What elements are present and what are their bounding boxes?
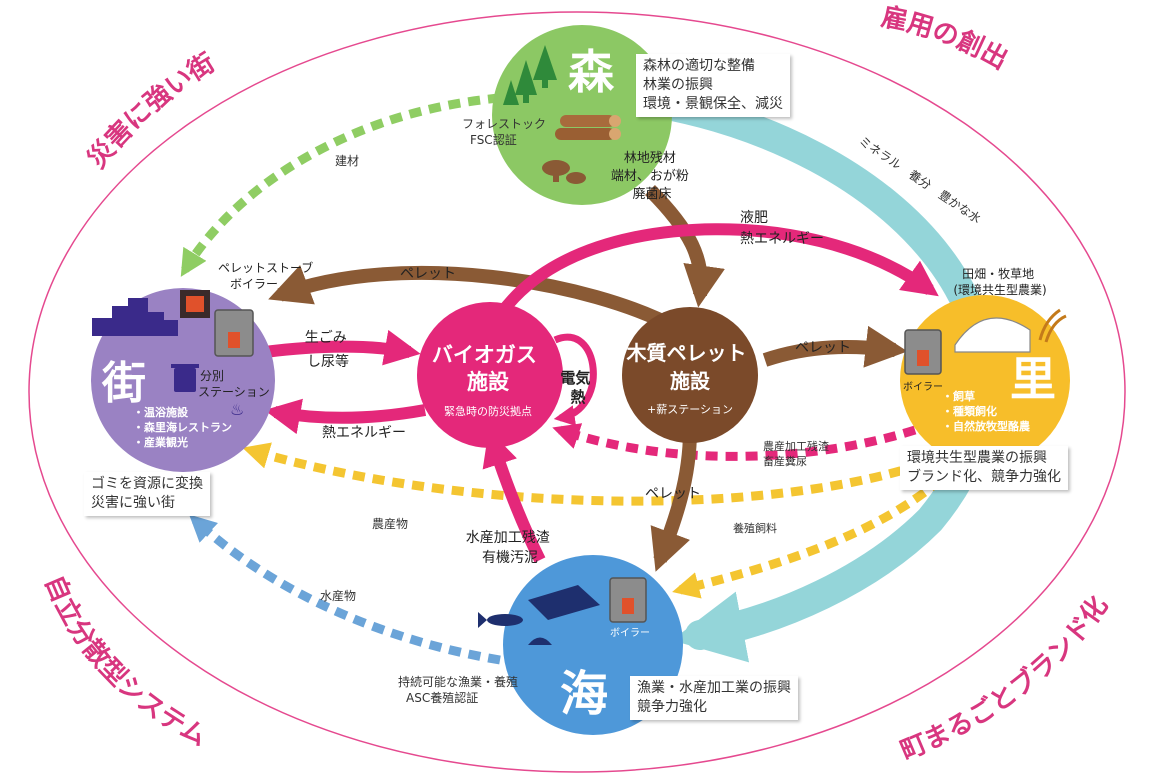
sea-info-line: 漁業・水産加工業の振興 (637, 680, 791, 696)
shellfish-icon (528, 637, 552, 645)
energy-loop-arrow (553, 333, 597, 427)
garbage-label: 生ごみ し尿等 (305, 330, 351, 370)
fish-residue-arrow (482, 429, 546, 563)
sorting-station-label: 分別 ステーション (198, 369, 270, 399)
village-boiler-icon (904, 329, 942, 375)
pellet-to-town-arrow (268, 265, 684, 337)
liquid-fertilizer-arrow (495, 223, 939, 319)
heat-energy-label: 熱エネルギー (322, 425, 406, 441)
forest-info-line: 環境・景観保全、減災 (643, 96, 783, 112)
corner-label-bottom-right: 町まるごとブランド化 (896, 591, 1114, 766)
corner-label-top-right: 雇用の創出 (879, 1, 1013, 76)
sea-info-line: 競争力強化 (637, 699, 707, 715)
biogas-node (417, 302, 563, 448)
forest-residue-arrow (645, 185, 725, 308)
feed-label: 養殖飼料 (733, 521, 777, 535)
village-items: ・飼草 ・種類飼化 ・自然放牧型酪農 (942, 389, 1031, 433)
village-info-line: ブランド化、競争力強化 (907, 469, 1061, 485)
energy-loop-label: 電気 熱 (560, 369, 595, 406)
sea-boiler-icon (609, 577, 647, 623)
village-info-line: 環境共生型農業の振興 (907, 450, 1047, 466)
ag-products-label: 農産物 (372, 516, 408, 531)
sea-info-box: 漁業・水産加工業の振興 競争力強化 (630, 676, 798, 720)
biogas-title: バイオガス 施設 (432, 343, 544, 394)
forest-residue-label: 林地残材 端材、おが粉 廃菌床 (611, 151, 693, 202)
field-label: 田畑・牧草地 (環境共生型農業) (953, 267, 1046, 297)
pellet-stove-label: ペレットストーブ ボイラー (218, 260, 317, 291)
sea-kanji: 海 (560, 666, 608, 722)
pellet-stove-icon (180, 290, 210, 318)
pellet-to-sea-arrow (650, 429, 697, 572)
pellet-plant-title: 木質ペレット 施設 (626, 341, 754, 393)
fish-icon (478, 612, 523, 628)
garbage-arrow (264, 329, 421, 366)
corner-label-top-left: 災害に強い街 (82, 48, 220, 174)
building-material-label: 建材 (335, 154, 359, 168)
biogas-subtitle: 緊急時の防災拠点 (444, 404, 532, 418)
pellet-to-village-arrow (762, 325, 908, 368)
outer-ring (28, 11, 1126, 773)
ag-residue-arrow (552, 423, 917, 461)
tree-icon (503, 45, 557, 105)
trash-can-icon (171, 364, 199, 392)
fish-factory-icon (528, 585, 600, 620)
pellet-plant-subtitle: +薪ステーション (647, 403, 733, 416)
village-kanji: 里 (1010, 352, 1056, 406)
forest-info-box: 森林の適切な整備 林業の振興 環境・景観保全、減災 (636, 54, 790, 117)
pellet-top-label: ペレット (400, 266, 456, 282)
town-info-line: ゴミを資源に変換 (91, 476, 203, 492)
marine-products-arrow (189, 514, 501, 665)
boiler-icon (214, 309, 254, 357)
pellet-right-label: ペレット (795, 340, 851, 356)
log-icon (555, 115, 621, 140)
greenhouse-icon (954, 317, 1031, 353)
sea-boiler-label: ボイラー (610, 627, 650, 639)
village-boiler-label: ボイラー (903, 381, 943, 393)
town-info-line: 災害に強い街 (91, 495, 175, 511)
forest-kanji: 森 (568, 45, 615, 99)
marine-products-label: 水産物 (320, 588, 356, 603)
forest-stock-label: フォレストック FSC認証 (462, 117, 550, 147)
forest-info-line: 森林の適切な整備 (643, 58, 755, 74)
rice-icon (1038, 308, 1067, 343)
city-buildings-icon (92, 298, 178, 336)
corner-label-bottom-left: 自立分散型システム (38, 571, 211, 753)
mushroom-icon (542, 160, 586, 184)
town-facilities-list: ・温浴施設 ・森里海レストラン ・産業観光 (133, 405, 236, 449)
village-info-box: 環境共生型農業の振興 ブランド化、競争力強化 (900, 446, 1068, 490)
town-kanji: 街 (101, 358, 146, 409)
heat-energy-arrow (264, 398, 427, 435)
pellet-down-label: ペレット (645, 486, 701, 502)
ag-residue-label: 農産加工残渣 畜産糞尿 (763, 439, 833, 468)
forest-info-line: 林業の振興 (643, 77, 713, 93)
building-material-arrow (180, 93, 501, 277)
fish-residue-label: 水産加工残渣 有機汚泥 (466, 530, 554, 566)
pellet-plant-node (622, 307, 758, 443)
feed-arrow (672, 476, 943, 599)
hot-spring-icon: ♨ (230, 400, 244, 419)
liquid-fertilizer-label: 液肥 熱エネルギー (740, 210, 824, 247)
town-info-box: ゴミを資源に変換 災害に強い街 (84, 472, 210, 516)
sustainable-fishing-label: 持続可能な漁業・養殖 ASC養殖認証 (398, 674, 522, 705)
ag-products-arrow (242, 442, 922, 506)
